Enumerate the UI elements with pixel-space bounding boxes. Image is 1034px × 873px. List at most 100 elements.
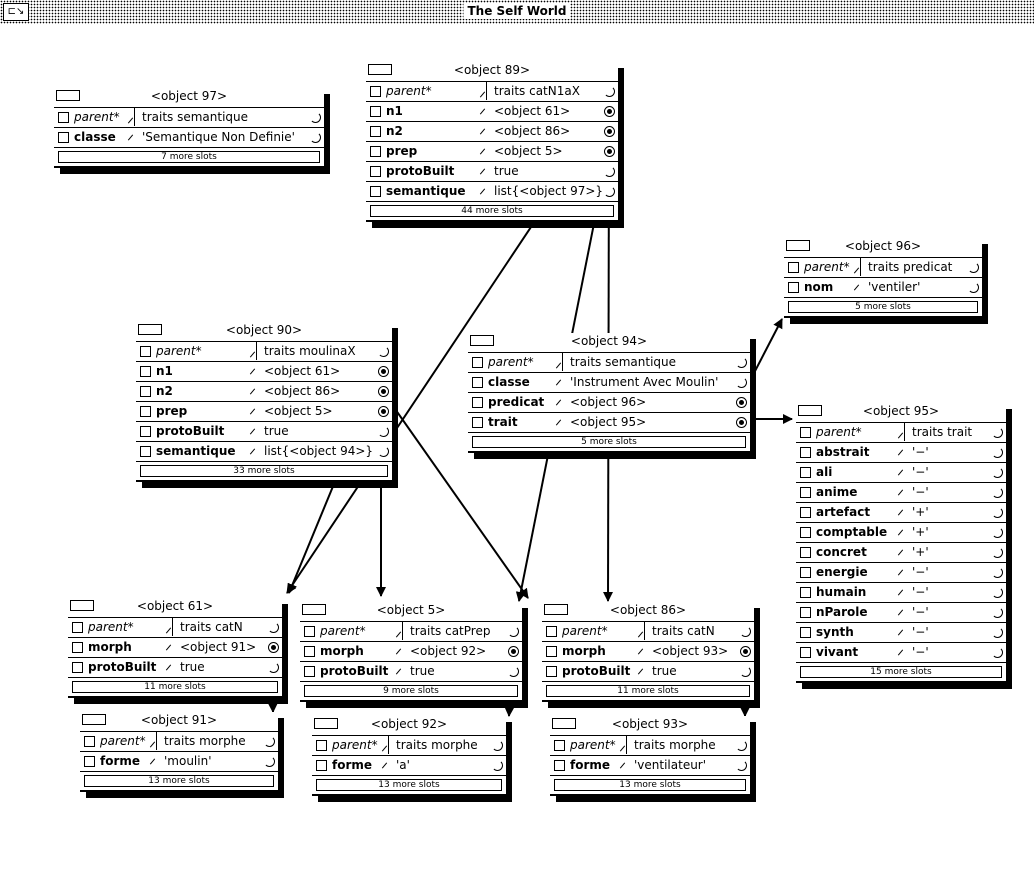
slot-value[interactable]: traits morphe [164,734,246,748]
outliner-grab-box[interactable] [82,714,106,725]
outliner-header[interactable]: <object 5> [300,602,522,621]
slot-value[interactable]: true [410,664,435,678]
slot-value[interactable]: '+' [912,545,929,559]
slot-name[interactable]: anime [816,485,858,499]
checkbox-icon[interactable] [370,126,381,137]
reference-icon[interactable] [604,146,615,157]
slot-menu-icon[interactable] [992,527,1003,538]
slot-row[interactable]: anime'−' [796,482,1006,502]
checkbox-icon[interactable] [72,662,83,673]
reference-icon[interactable] [604,106,615,117]
slot-name[interactable]: forme [570,758,611,772]
slot-row[interactable]: parent*traits catPrep [300,621,522,641]
slot-menu-icon[interactable] [492,760,503,771]
slot-name[interactable]: parent* [332,738,378,752]
more-slots-button[interactable]: 15 more slots [800,666,1002,678]
slot-value[interactable]: traits moulinaX [264,344,356,358]
checkbox-icon[interactable] [140,346,151,357]
slot-menu-icon[interactable] [736,760,747,771]
checkbox-icon[interactable] [800,647,811,658]
slot-name[interactable]: parent* [488,355,534,369]
slot-menu-icon[interactable] [736,377,747,388]
slot-menu-icon[interactable] [740,626,751,637]
checkbox-icon[interactable] [800,607,811,618]
slot-row[interactable]: morph<object 91> [68,637,282,657]
slot-value[interactable]: traits semantique [142,110,249,124]
slot-name[interactable]: n2 [156,384,173,398]
checkbox-icon[interactable] [370,166,381,177]
checkbox-icon[interactable] [554,760,565,771]
slot-value[interactable]: '−' [912,585,929,599]
slot-value[interactable]: 'Instrument Avec Moulin' [570,375,719,389]
slot-menu-icon[interactable] [736,357,747,368]
slot-row[interactable]: energie'−' [796,562,1006,582]
slot-value[interactable]: 'moulin' [164,754,212,768]
checkbox-icon[interactable] [370,186,381,197]
slot-value[interactable]: true [180,660,205,674]
slot-name[interactable]: protoBuilt [386,164,455,178]
checkbox-icon[interactable] [316,760,327,771]
outliner-header[interactable]: <object 93> [550,716,750,735]
slot-row[interactable]: concret '+' [796,542,1006,562]
checkbox-icon[interactable] [800,447,811,458]
slot-name[interactable]: forme [100,754,141,768]
slot-row[interactable]: n1<object 61> [366,101,618,121]
checkbox-icon[interactable] [58,132,69,143]
slot-menu-icon[interactable] [378,346,389,357]
outliner-grab-box[interactable] [138,324,162,335]
slot-menu-icon[interactable] [968,262,979,273]
reference-icon[interactable] [268,642,279,653]
slot-name[interactable]: humain [816,585,867,599]
reference-icon[interactable] [378,386,389,397]
slot-name[interactable]: ali [816,465,833,479]
checkbox-icon[interactable] [140,426,151,437]
reference-icon[interactable] [378,406,389,417]
slot-name[interactable]: protoBuilt [320,664,389,678]
checkbox-icon[interactable] [370,106,381,117]
slot-menu-icon[interactable] [604,186,615,197]
slot-row[interactable]: abstrait '−' [796,442,1006,462]
slot-row[interactable]: n2<object 86> [366,121,618,141]
slot-menu-icon[interactable] [268,662,279,673]
outliner-grab-box[interactable] [470,335,494,346]
checkbox-icon[interactable] [472,397,483,408]
reference-icon[interactable] [736,417,747,428]
slot-value[interactable]: '−' [912,625,929,639]
slot-menu-icon[interactable] [268,622,279,633]
checkbox-icon[interactable] [546,626,557,637]
slot-name[interactable]: synth [816,625,854,639]
slot-value[interactable]: '−' [912,645,929,659]
outliner-grab-box[interactable] [314,718,338,729]
slot-name[interactable]: n2 [386,124,403,138]
outliner-header[interactable]: <object 89> [366,62,618,81]
reference-icon[interactable] [740,646,751,657]
slot-name[interactable]: concret [816,545,867,559]
checkbox-icon[interactable] [800,547,811,558]
slot-row[interactable]: parent*traits morphe [550,735,750,755]
checkbox-icon[interactable] [140,366,151,377]
slot-value[interactable]: '−' [912,565,929,579]
more-slots-button[interactable]: 13 more slots [316,779,502,791]
slot-name[interactable]: parent* [156,344,202,358]
slot-value[interactable]: <object 92> [410,644,487,658]
slot-menu-icon[interactable] [508,626,519,637]
slot-value[interactable]: traits catPrep [410,624,491,638]
slot-value[interactable]: '−' [912,445,929,459]
slot-value[interactable]: traits catN [652,624,715,638]
slot-name[interactable]: abstrait [816,445,870,459]
slot-name[interactable]: nParole [816,605,868,619]
slot-value[interactable]: traits semantique [570,355,677,369]
checkbox-icon[interactable] [472,357,483,368]
outliner-header[interactable]: <object 90> [136,322,392,341]
slot-row[interactable]: parent*traits morphe [312,735,506,755]
outliner-grab-box[interactable] [786,240,810,251]
checkbox-icon[interactable] [316,740,327,751]
